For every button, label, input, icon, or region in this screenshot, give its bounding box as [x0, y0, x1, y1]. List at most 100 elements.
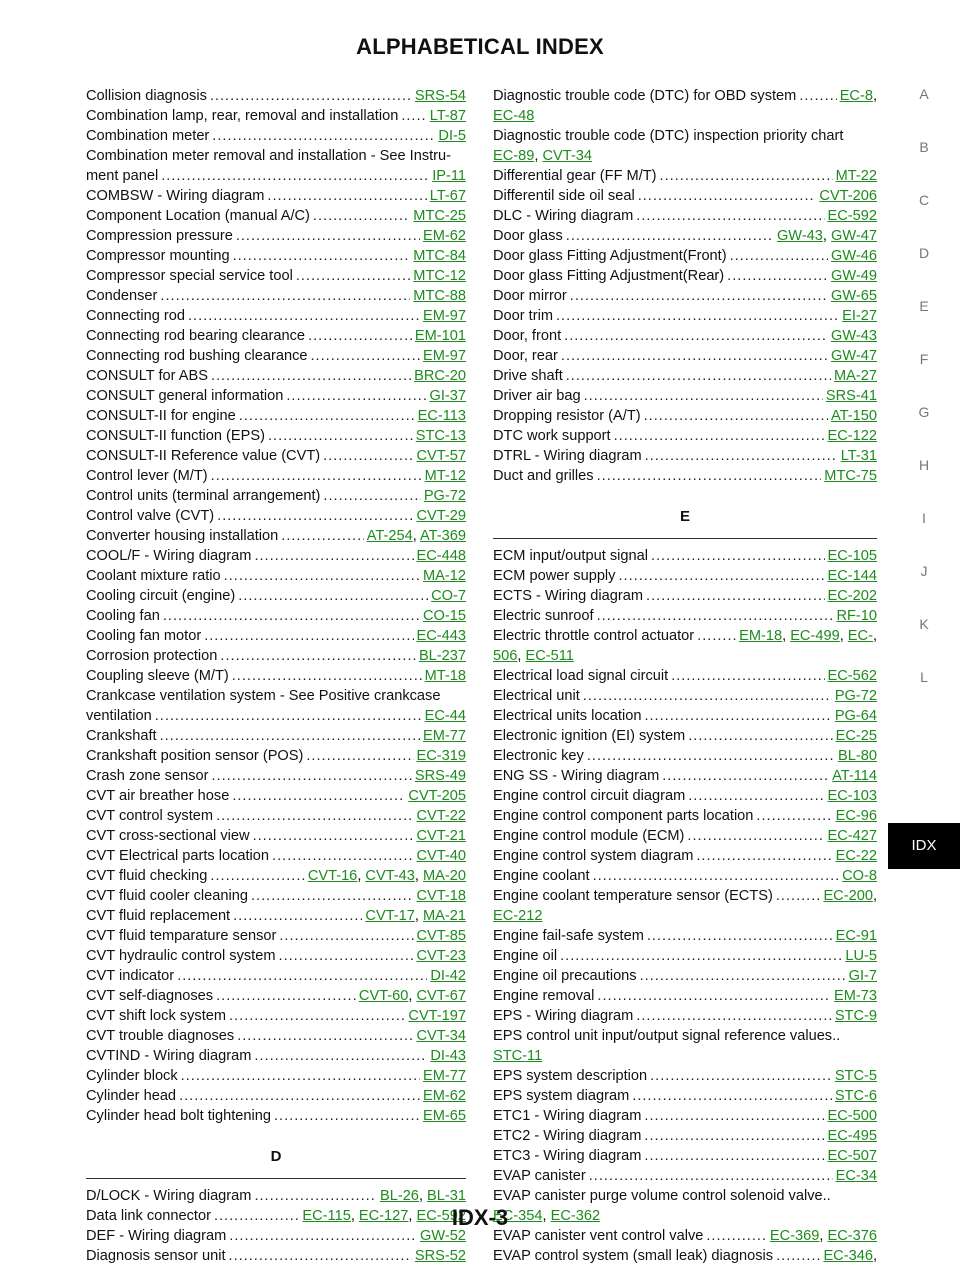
- index-ref-link[interactable]: EC-22: [835, 848, 877, 864]
- index-ref-link[interactable]: EC-96: [835, 808, 877, 824]
- index-ref-link[interactable]: CVT-34: [542, 148, 592, 164]
- side-tab-idx[interactable]: IDX: [888, 823, 960, 869]
- index-ref-link[interactable]: EM-97: [423, 308, 466, 324]
- index-ref-link[interactable]: EC-127: [358, 1208, 409, 1224]
- index-ref-link[interactable]: DI-43: [430, 1048, 466, 1064]
- index-ref-link[interactable]: GI-7: [848, 968, 877, 984]
- index-ref-link[interactable]: EC-48: [493, 108, 535, 124]
- index-ref-link[interactable]: EC-200: [823, 888, 873, 904]
- index-ref-link[interactable]: EM-97: [423, 348, 466, 364]
- index-ref-link[interactable]: EC-319: [416, 748, 466, 764]
- index-ref-link[interactable]: BL-31: [427, 1188, 466, 1204]
- index-ref-link[interactable]: MTC-12: [413, 268, 466, 284]
- index-ref-link[interactable]: CVT-43: [365, 868, 415, 884]
- index-ref-link[interactable]: BL-80: [838, 748, 877, 764]
- index-ref-link[interactable]: EC-91: [835, 928, 877, 944]
- index-ref-link[interactable]: CVT-22: [416, 808, 466, 824]
- index-ref-link[interactable]: CVT-23: [416, 948, 466, 964]
- index-ref-link[interactable]: SRS-52: [414, 1248, 466, 1264]
- index-ref-link[interactable]: CVT-60: [358, 988, 409, 1004]
- index-ref-link[interactable]: EM-65: [423, 1108, 466, 1124]
- index-ref-link[interactable]: CVT-21: [416, 828, 466, 844]
- index-ref-link[interactable]: BRC-20: [414, 368, 466, 384]
- index-ref-link[interactable]: EC-369: [769, 1228, 820, 1244]
- index-ref-link[interactable]: EC-592: [416, 1208, 466, 1224]
- index-ref-link[interactable]: SRS-49: [414, 768, 466, 784]
- index-ref-link[interactable]: EC-8: [839, 88, 873, 104]
- index-ref-link[interactable]: MTC-84: [413, 248, 466, 264]
- side-tab-c[interactable]: C: [918, 192, 930, 208]
- index-ref-link[interactable]: EM-62: [423, 228, 466, 244]
- index-ref-link[interactable]: EC-34: [835, 1168, 877, 1184]
- index-ref-link[interactable]: EC-115: [302, 1208, 351, 1224]
- side-tab-e[interactable]: E: [919, 298, 929, 314]
- index-ref-link[interactable]: AT-254: [366, 528, 413, 544]
- index-ref-link[interactable]: EC-25: [835, 728, 877, 744]
- index-ref-link[interactable]: MTC-25: [413, 208, 466, 224]
- index-ref-link[interactable]: EC-105: [827, 548, 877, 564]
- index-ref-link[interactable]: LT-87: [429, 108, 466, 124]
- side-tab-a[interactable]: A: [919, 86, 929, 102]
- side-tab-k[interactable]: K: [919, 616, 929, 632]
- index-ref-link[interactable]: EC-448: [416, 548, 466, 564]
- index-ref-link[interactable]: EC-202: [827, 588, 877, 604]
- index-ref-link[interactable]: MA-20: [423, 868, 466, 884]
- index-ref-link[interactable]: CVT-40: [416, 848, 466, 864]
- side-tab-j[interactable]: J: [920, 563, 928, 579]
- index-ref-link[interactable]: MA-21: [423, 908, 466, 924]
- index-ref-link[interactable]: EC-212: [493, 908, 543, 924]
- index-ref-link[interactable]: EC-376: [827, 1228, 877, 1244]
- index-ref-link[interactable]: EC-122: [827, 428, 877, 444]
- index-ref-link[interactable]: EC-354: [493, 1208, 543, 1224]
- index-ref-link[interactable]: STC-11: [493, 1048, 543, 1064]
- index-ref-link[interactable]: IP-11: [432, 168, 466, 184]
- index-ref-link[interactable]: EC-507: [827, 1148, 877, 1164]
- index-ref-link[interactable]: AT-150: [831, 408, 877, 424]
- index-ref-link[interactable]: RF-10: [836, 608, 877, 624]
- side-tab-i[interactable]: I: [922, 510, 926, 526]
- index-ref-link[interactable]: PG-64: [834, 708, 877, 724]
- index-ref-link[interactable]: PG-72: [423, 488, 466, 504]
- side-tab-h[interactable]: H: [918, 457, 930, 473]
- index-ref-link[interactable]: SRS-54: [414, 88, 466, 104]
- index-ref-link[interactable]: BL-237: [418, 648, 466, 664]
- index-ref-link[interactable]: STC-13: [415, 428, 466, 444]
- index-ref-link[interactable]: EC-: [847, 628, 873, 644]
- index-ref-link[interactable]: CVT-18: [416, 888, 466, 904]
- index-ref-link[interactable]: AT-369: [420, 528, 466, 544]
- index-ref-link[interactable]: CO-7: [431, 588, 466, 604]
- index-ref-link[interactable]: LT-67: [429, 188, 466, 204]
- index-ref-link[interactable]: CVT-17: [365, 908, 415, 924]
- index-ref-link[interactable]: EC-103: [827, 788, 877, 804]
- index-ref-link[interactable]: CVT-85: [416, 928, 466, 944]
- index-ref-link[interactable]: GW-43: [831, 328, 877, 344]
- index-ref-link[interactable]: EC-495: [827, 1128, 877, 1144]
- side-tab-l[interactable]: L: [920, 669, 928, 685]
- index-ref-link[interactable]: STC-9: [834, 1008, 877, 1024]
- index-ref-link[interactable]: MA-12: [423, 568, 466, 584]
- index-ref-link[interactable]: EM-73: [834, 988, 877, 1004]
- index-ref-link[interactable]: EM-18: [739, 628, 783, 644]
- index-ref-link[interactable]: MTC-88: [413, 288, 466, 304]
- index-ref-link[interactable]: SRS-41: [825, 388, 877, 404]
- index-ref-link[interactable]: DI-5: [438, 128, 466, 144]
- index-ref-link[interactable]: GW-46: [831, 248, 877, 264]
- index-ref-link[interactable]: GI-37: [429, 388, 467, 404]
- index-ref-link[interactable]: EC-144: [827, 568, 877, 584]
- index-ref-link[interactable]: EC-443: [416, 628, 466, 644]
- index-ref-link[interactable]: LT-31: [840, 448, 877, 464]
- index-ref-link[interactable]: PG-72: [834, 688, 877, 704]
- index-ref-link[interactable]: MA-27: [834, 368, 877, 384]
- index-ref-link[interactable]: EI-27: [842, 308, 877, 324]
- index-ref-link[interactable]: AT-114: [832, 768, 877, 784]
- index-ref-link[interactable]: GW-47: [831, 348, 877, 364]
- index-ref-link[interactable]: GW-65: [831, 288, 877, 304]
- index-ref-link[interactable]: STC-5: [834, 1068, 877, 1084]
- index-ref-link[interactable]: EC-427: [827, 828, 877, 844]
- index-ref-link[interactable]: EC-346: [823, 1248, 873, 1264]
- index-ref-link[interactable]: GW-52: [420, 1228, 466, 1244]
- side-tab-d[interactable]: D: [918, 245, 930, 261]
- index-ref-link[interactable]: EC-511: [525, 648, 574, 664]
- index-ref-link[interactable]: MT-18: [424, 668, 466, 684]
- index-ref-link[interactable]: EM-77: [423, 1068, 466, 1084]
